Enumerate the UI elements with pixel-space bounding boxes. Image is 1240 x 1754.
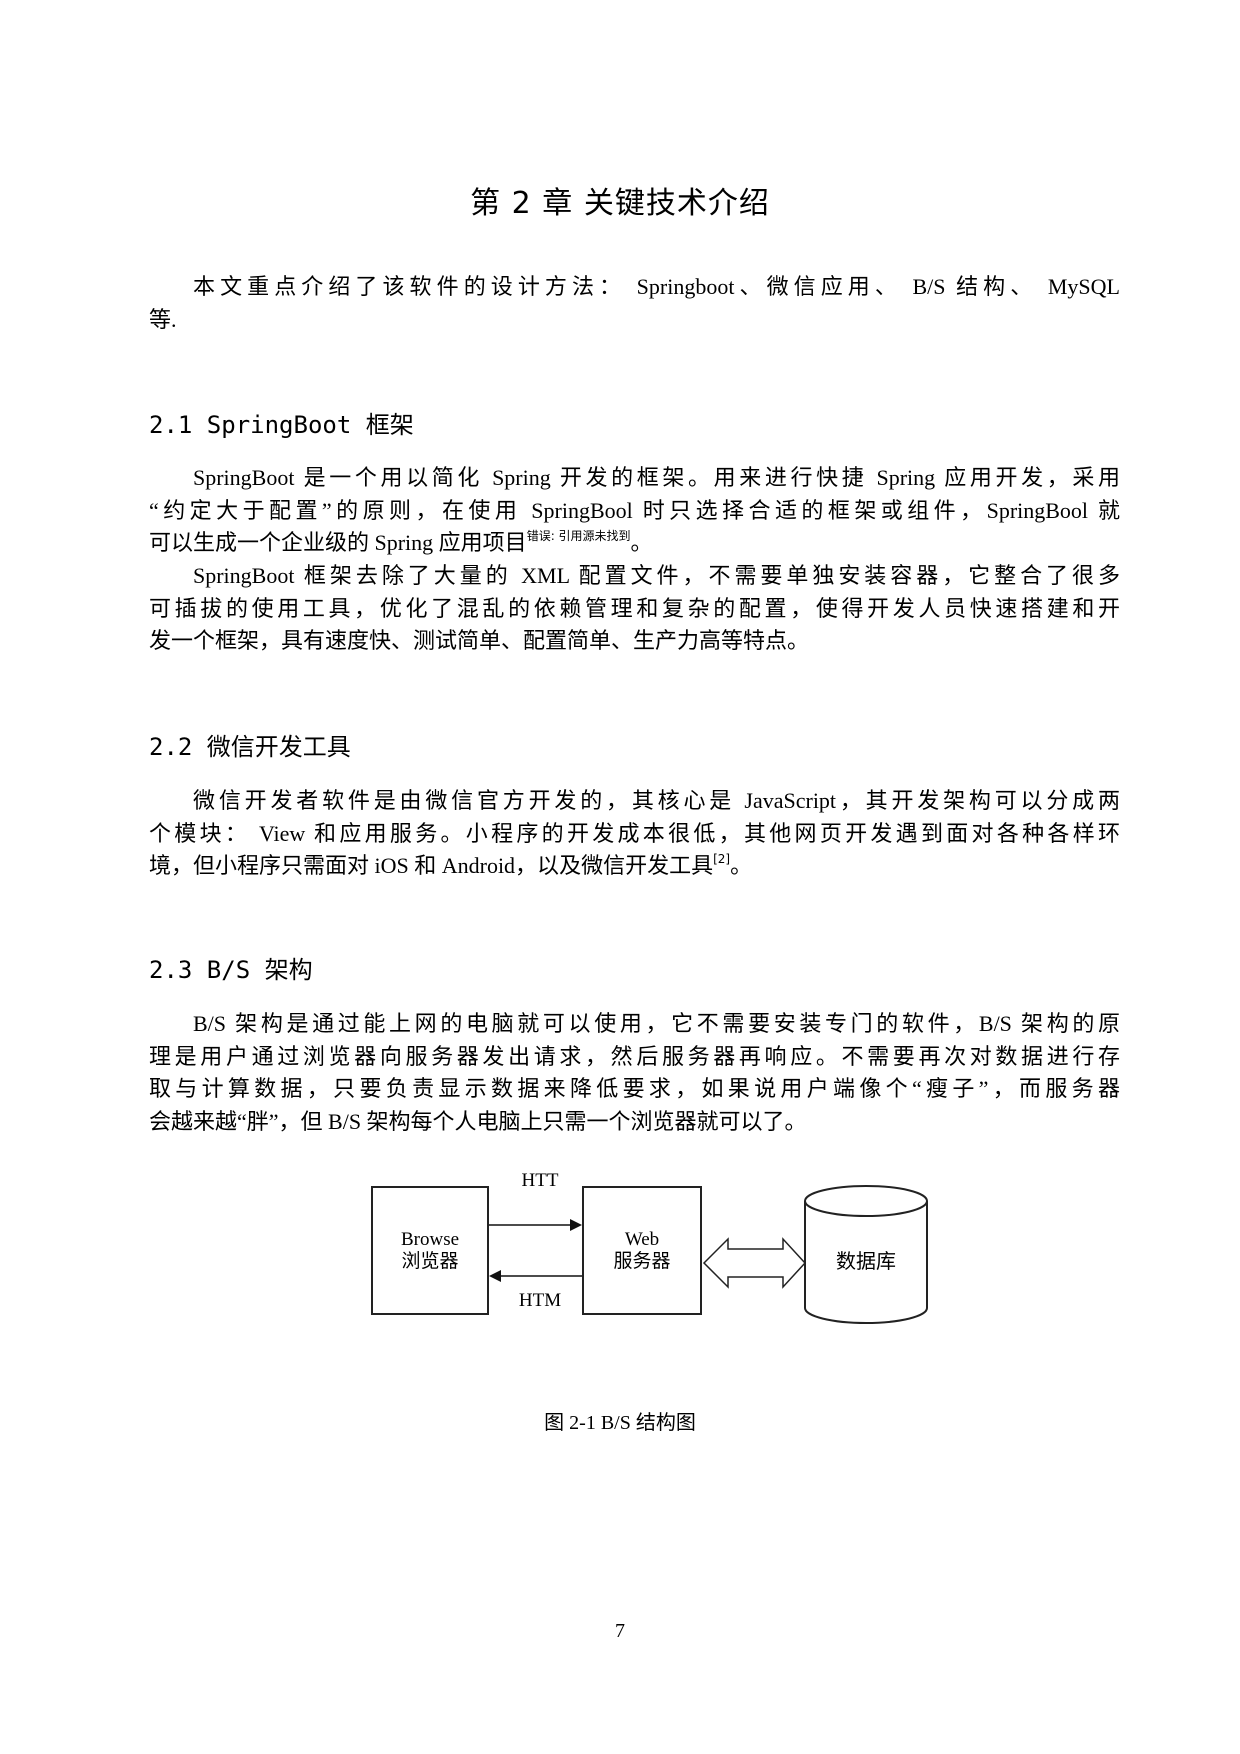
server-label-zh: 服务器	[613, 1250, 671, 1272]
text-line: 发一个框架，具有速度快、测试简单、配置简单、生产力高等特点。	[149, 628, 810, 654]
text-line: 微信开发者软件是由微信官方开发的，其核心是 JavaScript，其开发架构可以…	[193, 788, 1120, 813]
text-line: B/S 架构是通过能上网的电脑就可以使用，它不需要安装专门的软件，B/S 架构的…	[193, 1011, 1120, 1036]
text-line: 可插拔的使用工具，优化了混乱的依赖管理和复杂的配置，使得开发人员快速搭建和开	[149, 595, 1120, 621]
text-line: 取与计算数据，只要负责显示数据来降低要求，如果说用户端像个“瘦子”，而服务器	[149, 1076, 1120, 1102]
text-span: 。	[730, 853, 753, 879]
response-label: HTM	[518, 1290, 562, 1311]
web-server-box: Web 服务器	[582, 1186, 702, 1315]
browser-label-en: Browse	[400, 1228, 460, 1250]
intro-paragraph: 本文重点介绍了该软件的设计方法： Springboot、微信应用、 B/S 结构…	[149, 271, 1120, 336]
text-line: 等.	[149, 306, 177, 332]
page-number: 7	[615, 1620, 625, 1642]
request-label: HTT	[521, 1170, 559, 1191]
text-span: 。	[630, 530, 653, 556]
browser-label-zh: 浏览器	[401, 1250, 459, 1272]
section-heading-2-1: 2.1 SpringBoot 框架	[149, 411, 414, 439]
response-arrow	[489, 1270, 582, 1282]
request-arrow	[489, 1219, 582, 1231]
bidirectional-arrow	[702, 1237, 807, 1289]
section-heading-2-3: 2.3 B/S 架构	[149, 956, 313, 984]
database-label: 数据库	[836, 1251, 896, 1273]
section-2-1-paragraph-1: SpringBoot 是一个用以简化 Spring 开发的框架。用来进行快捷 S…	[149, 462, 1120, 560]
text-line: 理是用户通过浏览器向服务器发出请求，然后服务器再响应。不需要再次对数据进行存	[149, 1043, 1120, 1069]
section-2-1-paragraph-2: SpringBoot 框架去除了大量的 XML 配置文件，不需要单独安装容器，它…	[149, 560, 1120, 658]
browser-box: Browse 浏览器	[371, 1186, 489, 1315]
text-line: 可以生成一个企业级的 Spring 应用项目错误: 引用源未找到。	[149, 527, 1120, 560]
chapter-title: 第 2 章 关键技术介绍	[470, 186, 770, 221]
text-line: 本文重点介绍了该软件的设计方法： Springboot、微信应用、 B/S 结构…	[193, 274, 1120, 299]
database-cylinder	[804, 1185, 928, 1324]
text-line: “约定大于配置”的原则，在使用 SpringBool 时只选择合适的框架或组件，…	[149, 497, 1120, 523]
server-label-en: Web	[624, 1228, 660, 1250]
text-line: SpringBoot 框架去除了大量的 XML 配置文件，不需要单独安装容器，它…	[193, 563, 1120, 588]
figure-caption: 图 2-1 B/S 结构图	[544, 1412, 696, 1434]
diagram-connectors	[489, 1185, 928, 1324]
section-heading-2-2: 2.2 微信开发工具	[149, 733, 351, 761]
text-line: 境，但小程序只需面对 iOS 和 Android，以及微信开发工具[2]。	[149, 850, 1120, 883]
text-span: 可以生成一个企业级的 Spring 应用项目	[149, 530, 527, 556]
section-2-2-paragraph: 微信开发者软件是由微信官方开发的，其核心是 JavaScript，其开发架构可以…	[149, 785, 1120, 883]
citation-error: 错误: 引用源未找到	[526, 529, 631, 544]
text-line: 会越来越“胖”，但 B/S 架构每个人电脑上只需一个浏览器就可以了。	[149, 1108, 807, 1134]
text-span: 境，但小程序只需面对 iOS 和 Android，以及微信开发工具	[149, 853, 714, 879]
text-line: SpringBoot 是一个用以简化 Spring 开发的框架。用来进行快捷 S…	[193, 465, 1120, 490]
section-2-3-paragraph: B/S 架构是通过能上网的电脑就可以使用，它不需要安装专门的软件，B/S 架构的…	[149, 1008, 1120, 1138]
citation: [2]	[713, 852, 731, 867]
text-line: 个模块： View 和应用服务。小程序的开发成本很低，其他网页开发遇到面对各种各…	[149, 820, 1120, 846]
